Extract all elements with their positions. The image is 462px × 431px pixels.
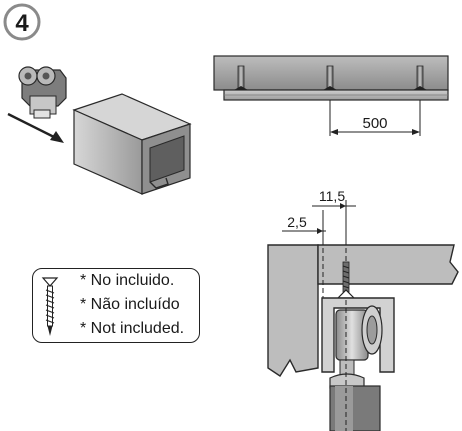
screw-3 <box>413 65 427 91</box>
track-profile <box>72 93 192 195</box>
trolley-icon <box>18 66 67 119</box>
dimension-offset-inner: 2,5 <box>287 214 307 230</box>
note-line-pt: * Não incluído <box>80 296 180 313</box>
ceiling <box>317 244 459 285</box>
not-included-note <box>32 268 200 343</box>
dimension-spacing: 500 <box>362 115 387 132</box>
wall <box>267 244 319 377</box>
note-line-en: * Not included. <box>80 320 185 337</box>
step-badge: 4 <box>3 3 41 41</box>
track-channel <box>321 297 395 373</box>
screw-1 <box>234 65 248 91</box>
dimension-offset-outer: 11,5 <box>319 188 345 204</box>
step-number: 4 <box>15 10 29 37</box>
cross-section-view: 11,5 2,5 <box>267 188 459 431</box>
note-line-es: * No incluido. <box>80 272 175 289</box>
ceiling-track-side-view: 500 <box>213 55 449 136</box>
arrow-icon <box>7 112 64 143</box>
note-screw-icon <box>41 277 59 336</box>
screw-2 <box>323 65 337 91</box>
roller <box>335 305 383 361</box>
